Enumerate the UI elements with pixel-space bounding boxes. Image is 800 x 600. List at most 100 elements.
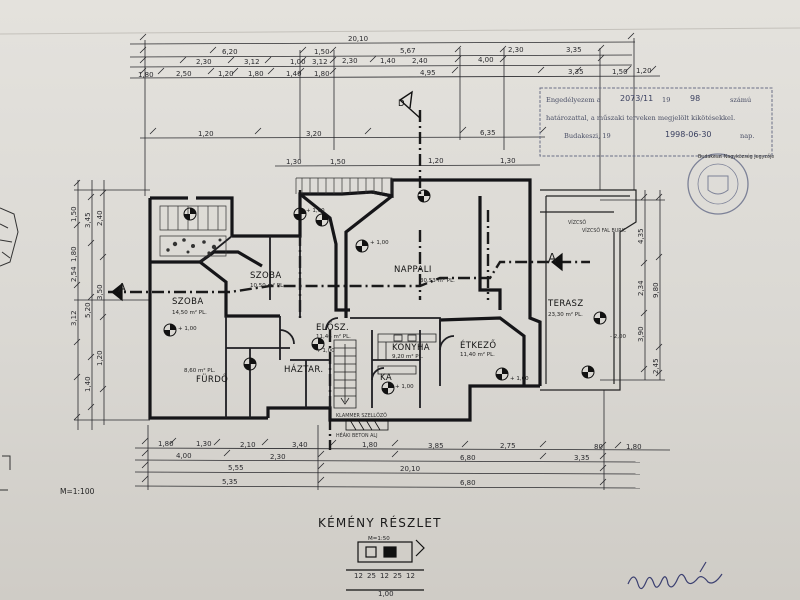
dim-right-1: 2,34: [637, 280, 645, 296]
approval-stamp-text: Engedélyezem a 2073/11 19 98 számú határ…: [546, 94, 774, 160]
dim-right-4: 2,45: [652, 358, 660, 374]
dim-bot1-1: 1,30: [196, 440, 212, 448]
bottom-dimension-lines: [134, 390, 671, 490]
stamp-line1-b: 2073/11: [620, 94, 653, 103]
level-marker-icon: [495, 367, 509, 381]
room-area-szoba-top: 10,50 m² PL.: [250, 282, 285, 289]
stamp-seal-text: Budakeszi Nagyközség Jegyzője: [698, 153, 774, 160]
room-label-szoba-top: SZOBA: [250, 271, 282, 281]
stamp-line1-c: 19: [662, 96, 670, 104]
dim-bot2-1: 2,30: [270, 453, 286, 461]
dim-bot1-8: 1,80: [626, 443, 642, 451]
level-marker-icon: [593, 311, 607, 325]
north-mark: D: [398, 99, 405, 109]
dim-top4-4: 1,40: [286, 70, 302, 78]
dim-left-1: 1,80: [70, 246, 78, 262]
dim-top3-7: 4,00: [478, 56, 494, 64]
section-arrow-icons: [111, 252, 563, 302]
dim-top3-2: 1,00: [290, 58, 306, 66]
dim-top4-0: 1,80: [138, 71, 154, 79]
stamp-line3-b: 1998-06-30: [665, 130, 712, 139]
level-marker-icon: [315, 213, 329, 227]
dim-left-7: 2,40: [96, 210, 104, 226]
room-labels: SZOBA 14,50 m² PL. SZOBA 10,50 m² PL. FÜ…: [172, 265, 584, 385]
level-eloter: + 1,00: [316, 348, 335, 354]
stamp-line2: határozattal, a műszaki terveken megjelö…: [546, 113, 735, 122]
left-dimension-lines: [73, 179, 150, 430]
section-mark-right: A: [548, 251, 557, 265]
dim-bot2-0: 4,00: [176, 452, 192, 460]
dim-detailtotal-0: 1,00: [378, 590, 394, 598]
level-marker-icon: [355, 239, 369, 253]
dim-bot1-4: 1,80: [362, 441, 378, 449]
dim-bot1-2: 2,10: [240, 441, 256, 449]
room-area-szoba-left: 14,50 m² PL.: [172, 309, 207, 316]
room-label-kamra: KA: [380, 373, 392, 383]
detail-title: KÉMÉNY RÉSZLET: [318, 515, 442, 530]
dim-upper-1: 3,20: [306, 130, 322, 138]
terrace-note-2: VÍZCSŐ FAL BURK.: [582, 227, 626, 234]
dim-top2-3: 2,30: [508, 46, 524, 54]
level-main: + 1,00: [178, 326, 197, 332]
dim-top2-0: 6,20: [222, 48, 238, 56]
approval-stamp-frame: [539, 87, 773, 215]
dim-top3-3: 3,12: [312, 58, 328, 66]
chimney-block: [345, 419, 389, 431]
dim-bot3-0: 5,55: [228, 464, 244, 472]
dim-left-9: 1,20: [96, 350, 104, 366]
inner-walls: [199, 235, 455, 418]
dim-bot1-7: 80: [594, 443, 603, 451]
dim-bot1-6: 2,75: [500, 442, 516, 450]
stamp-line1-a: Engedélyezem a: [546, 96, 601, 104]
dim-left-4: 3,45: [84, 212, 92, 228]
dim-bot3-1: 20,10: [400, 465, 420, 473]
dim-upper-0: 1,20: [198, 130, 214, 138]
level-marker-icon: [293, 207, 307, 221]
dim-top3-6: 2,40: [412, 57, 428, 65]
dim-left-2: 2,54: [70, 266, 78, 282]
section-mark-left: A: [118, 281, 127, 295]
stamp-line3-c: nap.: [740, 132, 755, 140]
level-living: + 1,00: [370, 240, 389, 246]
dim-top3-4: 2,30: [342, 57, 358, 65]
room-label-haztar: HÁZTAR.: [284, 363, 323, 375]
level-terasz: - 2,00: [610, 334, 626, 340]
dim-top1-0: 20,10: [348, 35, 368, 43]
chimney-detail-icon: [346, 539, 425, 591]
dim-innertop-1: 1,50: [330, 158, 346, 166]
level-marker-icon: [311, 337, 325, 351]
dim-left-0: 1,50: [70, 206, 78, 222]
dim-bot2-3: 3,35: [574, 454, 590, 462]
right-dimension-lines: [600, 190, 665, 381]
dim-bot1-3: 3,40: [292, 441, 308, 449]
dim-right-0: 4,35: [637, 228, 645, 244]
level-marker-icon: [417, 189, 431, 203]
signature-mark: [627, 561, 723, 590]
dim-top4-6: 4,95: [420, 69, 436, 77]
room-label-terasz: TERASZ: [547, 299, 584, 309]
room-label-szoba-left: SZOBA: [172, 297, 204, 307]
dim-top4-8: 1,50: [612, 68, 628, 76]
dim-top3-5: 1,40: [380, 57, 396, 65]
room-area-eloter: 11,46 m² PL.: [316, 333, 351, 340]
terrace-outline: [540, 189, 637, 391]
level-labels: + 1,00 + 1,00 + 1,00 - 2,00 + 1,00 + 1,0…: [178, 208, 626, 390]
level-marker-icon: [183, 207, 197, 221]
room-area-konyha: 9,20 m² PL.: [392, 353, 424, 360]
chimney-note-2: HÉÁKI BETON ALJ: [336, 431, 378, 439]
dim-left-8: 3,50: [96, 284, 104, 300]
dim-bot2-2: 6,80: [460, 454, 476, 462]
dim-innertop-2: 1,20: [428, 157, 444, 165]
staircase: [333, 339, 357, 409]
dim-detail-1: 25: [367, 572, 376, 580]
stamp-line1-e: számú: [730, 96, 751, 104]
room-label-nappali: NAPPALI: [394, 265, 432, 275]
dim-top2-4: 3,35: [566, 46, 582, 54]
dim-left-3: 3,12: [70, 310, 78, 326]
north-arrow-icon: [399, 90, 421, 119]
room-area-etkezo: 11,40 m² PL.: [460, 351, 495, 358]
room-area-nappali: 30,53 m² PL.: [420, 277, 455, 284]
dim-top2-2: 5,67: [400, 47, 416, 55]
